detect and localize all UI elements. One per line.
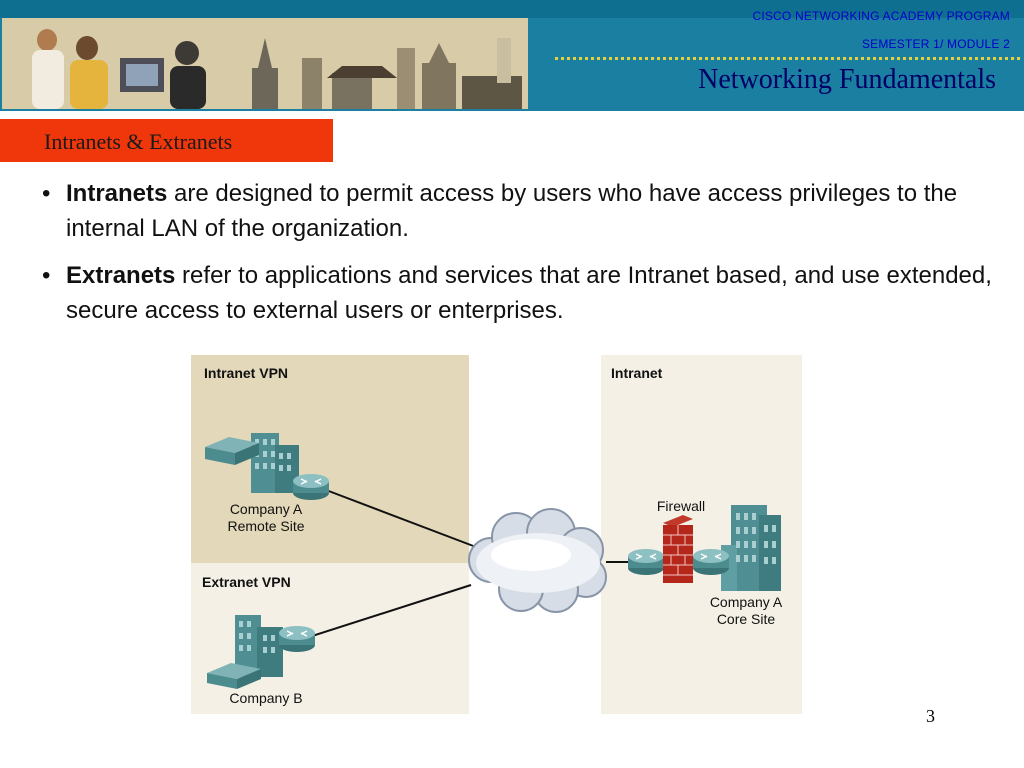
label-firewall: Firewall bbox=[641, 498, 721, 515]
label-line: Company A bbox=[211, 501, 321, 518]
router-icon bbox=[279, 626, 315, 652]
label-line: Company A bbox=[696, 594, 796, 611]
bullet-term: Extranets bbox=[66, 262, 175, 289]
bullet-item: • Extranets refer to applications and se… bbox=[42, 258, 1002, 328]
banner-photo-collage bbox=[2, 18, 528, 109]
section-title: Intranets & Extranets bbox=[44, 129, 232, 155]
semester-module: SEMESTER 1/ MODULE 2 bbox=[862, 37, 1010, 51]
zone-label-intranet-vpn: Intranet VPN bbox=[204, 365, 288, 381]
section-title-tag: Intranets & Extranets bbox=[0, 119, 333, 162]
course-title: Networking Fundamentals bbox=[698, 64, 996, 96]
header-banner: CISCO NETWORKING ACADEMY PROGRAM SEMESTE… bbox=[0, 0, 1024, 111]
label-line: Remote Site bbox=[211, 518, 321, 535]
router-icon bbox=[293, 474, 329, 500]
label-company-a-core: Company A Core Site bbox=[696, 594, 796, 628]
label-company-a-remote: Company A Remote Site bbox=[211, 501, 321, 535]
router-icon bbox=[693, 549, 729, 575]
bullet-item: • Intranets are designed to permit acces… bbox=[42, 176, 1002, 246]
page-number: 3 bbox=[926, 706, 935, 727]
zone-label-extranet-vpn: Extranet VPN bbox=[202, 574, 291, 590]
bullet-list: • Intranets are designed to permit acces… bbox=[42, 176, 1002, 340]
zone-label-intranet: Intranet bbox=[611, 365, 662, 381]
label-line: Core Site bbox=[696, 611, 796, 628]
bullet-text: are designed to permit access by users w… bbox=[66, 180, 957, 242]
router-icon bbox=[628, 549, 664, 575]
firewall-icon bbox=[663, 515, 693, 583]
bullet-marker: • bbox=[42, 176, 50, 211]
bullet-term: Intranets bbox=[66, 180, 167, 207]
network-diagram: Intranet VPN Extranet VPN Intranet Compa… bbox=[191, 355, 802, 714]
label-company-b: Company B bbox=[211, 690, 321, 707]
bullet-text: refer to applications and services that … bbox=[66, 262, 992, 324]
bullet-marker: • bbox=[42, 258, 50, 293]
program-name: CISCO NETWORKING ACADEMY PROGRAM bbox=[752, 9, 1010, 23]
header-divider bbox=[555, 57, 1020, 60]
